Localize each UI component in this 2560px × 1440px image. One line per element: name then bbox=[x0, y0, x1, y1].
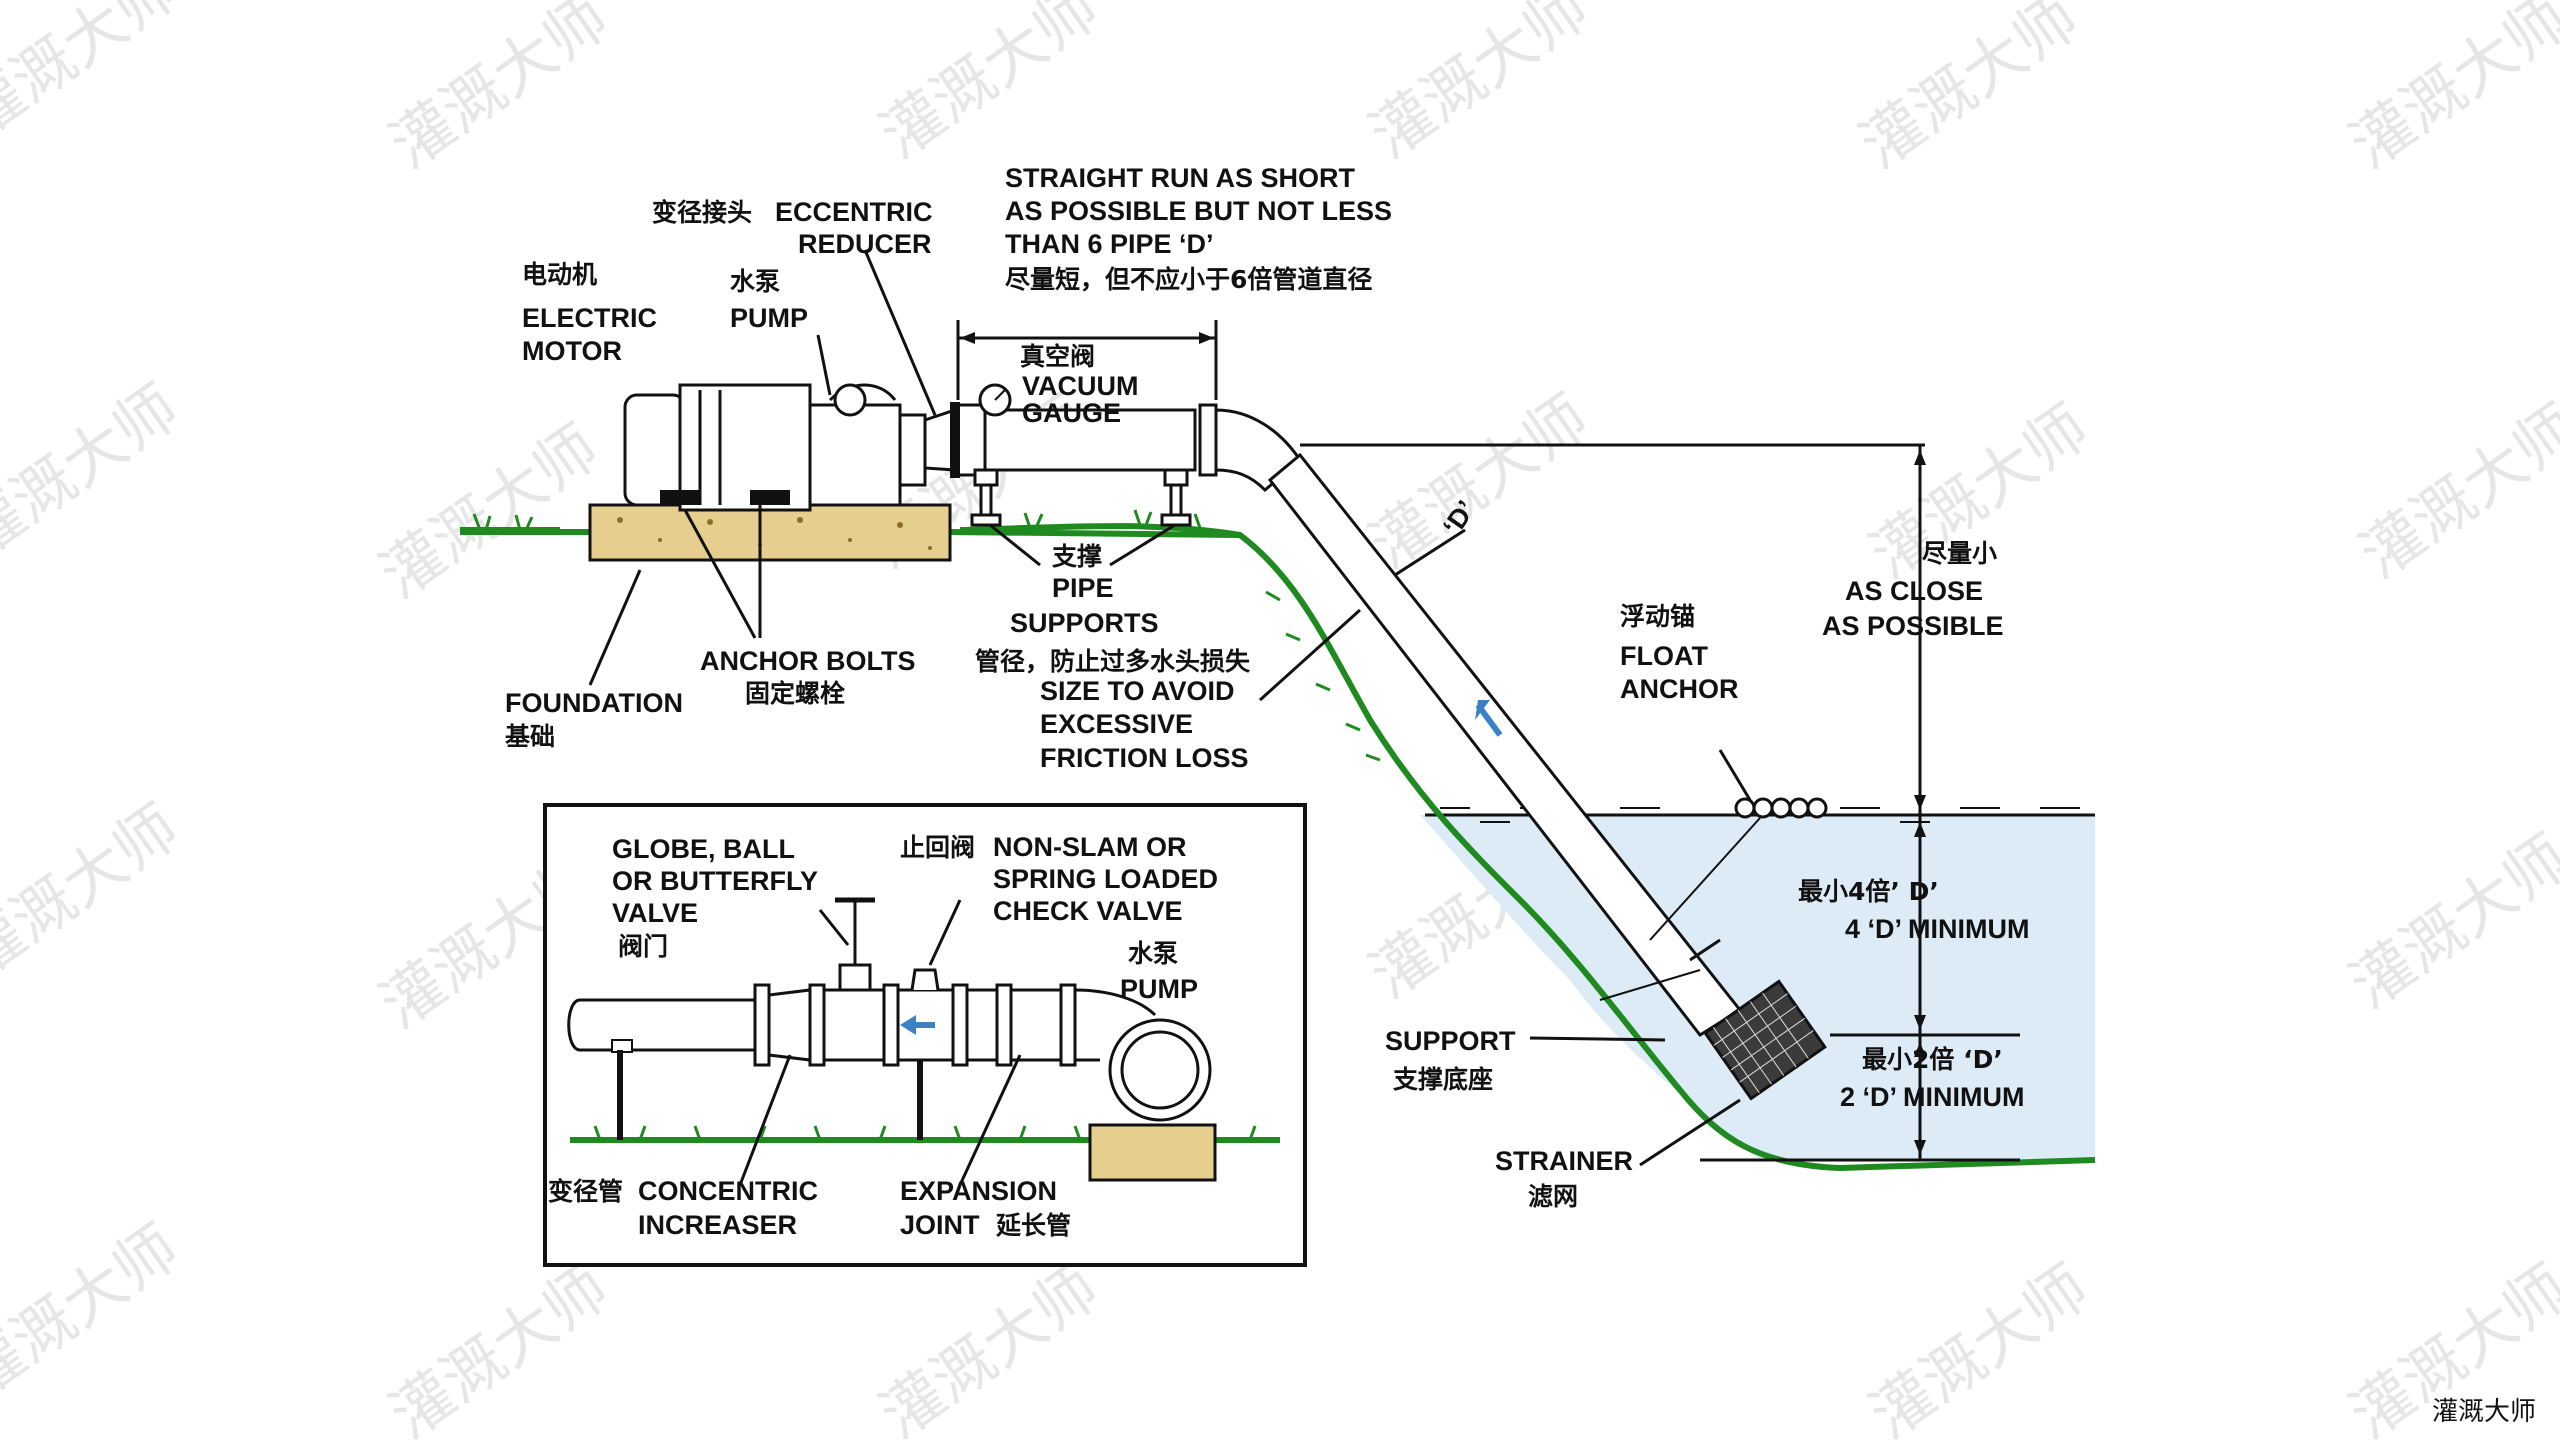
label-strainer-cn: 滤网 bbox=[1528, 1182, 1578, 1211]
label-size-3: FRICTION LOSS bbox=[1040, 743, 1249, 773]
label-motor-cn: 电动机 bbox=[522, 260, 597, 289]
label-float-2: ANCHOR bbox=[1620, 674, 1739, 704]
corner-watermark: 灌溉大师 bbox=[2432, 1397, 2536, 1427]
label-straight-run-2: AS POSSIBLE BUT NOT LESS bbox=[1005, 196, 1392, 226]
label-size-cn: 管径，防止过多水头损失 bbox=[975, 647, 1251, 676]
watermark: 灌溉大师 bbox=[377, 0, 622, 182]
label-expansion-1: EXPANSION bbox=[900, 1176, 1057, 1206]
label-pump-cn: 水泵 bbox=[730, 267, 780, 296]
label-min4: 4 ‘D’ MINIMUM bbox=[1845, 914, 2030, 944]
label-inset-pump: PUMP bbox=[1120, 974, 1198, 1004]
label-eccentric-reducer-cn: 变径接头 bbox=[652, 198, 752, 227]
label-float-1: FLOAT bbox=[1620, 641, 1708, 671]
label-increaser-cn: 变径管 bbox=[548, 1177, 623, 1206]
label-pump: PUMP bbox=[730, 303, 808, 333]
label-expansion-2: JOINT bbox=[900, 1210, 980, 1240]
label-valve-cn: 阀门 bbox=[618, 932, 668, 961]
label-straight-run-1: STRAIGHT RUN AS SHORT bbox=[1005, 163, 1356, 193]
watermark: 灌溉大师 bbox=[2337, 820, 2560, 1022]
main-labels: 变径接头 ECCENTRIC REDUCER STRAIGHT RUN AS S… bbox=[505, 163, 2030, 1211]
label-strainer: STRAINER bbox=[1495, 1146, 1633, 1176]
watermark: 灌溉大师 bbox=[0, 790, 192, 992]
label-supports-1: PIPE bbox=[1052, 573, 1114, 603]
watermark: 灌溉大师 bbox=[867, 1250, 1112, 1440]
label-check-1: NON-SLAM OR bbox=[993, 832, 1186, 862]
label-expansion-cn: 延长管 bbox=[995, 1211, 1071, 1240]
float-anchor bbox=[1599, 797, 1828, 1001]
foundation-texture bbox=[617, 517, 932, 550]
label-min2: 2 ‘D’ MINIMUM bbox=[1840, 1082, 2025, 1112]
inset-detail: GLOBE, BALL OR BUTTERFLY VALVE 阀门 止回阀 NO… bbox=[543, 803, 1307, 1267]
label-eccentric-reducer-2: REDUCER bbox=[798, 229, 932, 259]
watermark: 灌溉大师 bbox=[1857, 1250, 2102, 1440]
label-close-cn: 尽量小 bbox=[1922, 539, 1997, 568]
foundation-block bbox=[588, 503, 952, 562]
label-support: SUPPORT bbox=[1385, 1026, 1516, 1056]
water-body bbox=[1420, 815, 2095, 1160]
label-inset-pump-cn: 水泵 bbox=[1128, 939, 1178, 968]
suction-pipe-diagonal bbox=[1267, 452, 1827, 1101]
pipe-supports bbox=[970, 468, 1192, 527]
watermark: 灌溉大师 bbox=[377, 1250, 622, 1440]
label-float-cn: 浮动锚 bbox=[1620, 602, 1695, 631]
label-vacuum-1: VACUUM bbox=[1022, 371, 1139, 401]
label-straight-run-3: THAN 6 PIPE ‘D’ bbox=[1005, 229, 1214, 259]
ground-line-mid bbox=[949, 529, 1241, 538]
label-supports-2: SUPPORTS bbox=[1010, 608, 1159, 638]
label-close-1: AS CLOSE bbox=[1845, 576, 1983, 606]
label-support-cn: 支撑底座 bbox=[1393, 1065, 1493, 1094]
label-anchor-bolts-cn: 固定螺栓 bbox=[745, 679, 845, 708]
label-increaser-2: INCREASER bbox=[638, 1210, 797, 1240]
leader-lines bbox=[588, 249, 1752, 1167]
label-min2-cn: 最小2倍 ‘D’ bbox=[1862, 1045, 2003, 1074]
watermark: 灌溉大师 bbox=[2337, 0, 2560, 182]
flow-arrow-shaft bbox=[1475, 703, 1503, 737]
label-foundation-cn: 基础 bbox=[505, 722, 555, 751]
watermark: 灌溉大师 bbox=[867, 0, 1112, 172]
label-eccentric-reducer-1: ECCENTRIC bbox=[775, 197, 933, 227]
dimension-arrowheads bbox=[960, 332, 1926, 1155]
label-foundation: FOUNDATION bbox=[505, 688, 683, 718]
watermark: 灌溉大师 bbox=[1847, 0, 2092, 182]
label-valve-3: VALVE bbox=[612, 898, 698, 928]
watermark: 灌溉大师 bbox=[0, 0, 192, 152]
label-min4-cn: 最小4倍’ D’ bbox=[1798, 877, 1939, 906]
label-size-1: SIZE TO AVOID bbox=[1040, 676, 1235, 706]
watermark: 灌溉大师 bbox=[0, 1210, 192, 1412]
watermark: 灌溉大师 bbox=[2347, 390, 2560, 592]
pump bbox=[808, 383, 927, 507]
label-size-2: EXCESSIVE bbox=[1040, 709, 1193, 739]
dimension-lines bbox=[956, 320, 2020, 1162]
watermark: 灌溉大师 bbox=[1357, 380, 1602, 582]
label-vacuum-2: GAUGE bbox=[1022, 398, 1121, 428]
label-close-2: AS POSSIBLE bbox=[1822, 611, 2004, 641]
label-valve-2: OR BUTTERFLY bbox=[612, 866, 818, 896]
label-valve-1: GLOBE, BALL bbox=[612, 834, 795, 864]
watermark: 灌溉大师 bbox=[367, 410, 612, 612]
label-increaser-1: CONCENTRIC bbox=[638, 1176, 818, 1206]
label-anchor-bolts: ANCHOR BOLTS bbox=[700, 646, 916, 676]
electric-motor bbox=[623, 383, 812, 512]
label-vacuum-cn: 真空阀 bbox=[1020, 342, 1095, 371]
watermark: 灌溉大师 bbox=[0, 370, 192, 572]
label-straight-run-cn: 尽量短，但不应小于6倍管道直径 bbox=[1005, 265, 1372, 294]
label-supports-cn: 支撑 bbox=[1052, 542, 1102, 571]
inset-foundation bbox=[1088, 1123, 1217, 1182]
label-motor-1: ELECTRIC bbox=[522, 303, 657, 333]
label-check-2: SPRING LOADED bbox=[993, 864, 1218, 894]
label-check-3: CHECK VALVE bbox=[993, 896, 1183, 926]
label-motor-2: MOTOR bbox=[522, 336, 622, 366]
watermark: 灌溉大师 bbox=[1357, 0, 1602, 172]
vacuum-gauge bbox=[978, 383, 1012, 417]
label-check-cn: 止回阀 bbox=[900, 833, 975, 862]
